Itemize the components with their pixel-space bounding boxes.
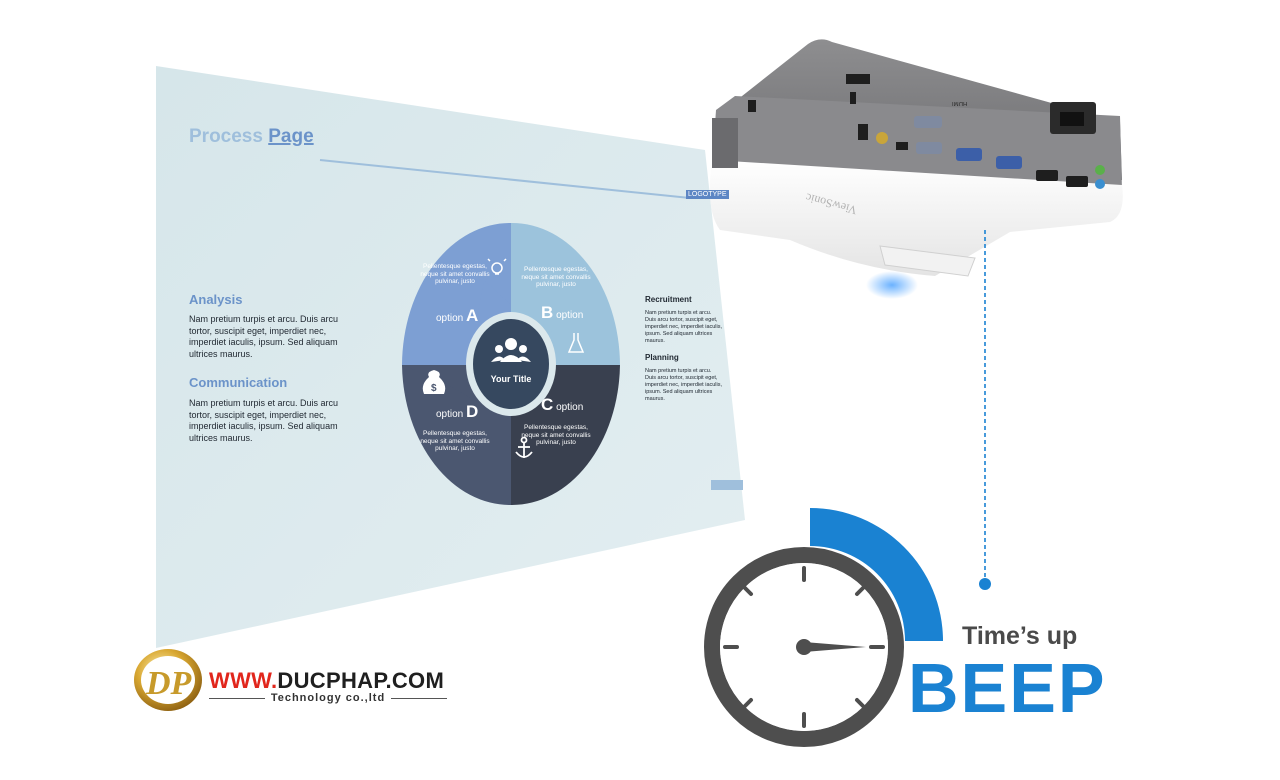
center-title: Your Title <box>490 374 532 384</box>
slide-title-part2: Page <box>268 126 314 147</box>
company-tagline: Technology co.,ltd <box>270 692 386 704</box>
hdmi-port-2 <box>1066 176 1088 187</box>
option-a-word: option <box>436 313 464 324</box>
svg-text:$: $ <box>431 383 437 394</box>
process-wheel <box>402 222 620 506</box>
communication-body: Nam pretium turpis et arcu. Duis arcu to… <box>189 398 339 443</box>
projector <box>709 39 1123 299</box>
communication-heading: Communication <box>189 375 288 390</box>
clock-ticks <box>723 566 885 728</box>
option-c-label: C option <box>541 395 583 415</box>
tagline-rule-left <box>209 697 265 699</box>
anchor-icon <box>515 436 533 458</box>
option-c-word: option <box>556 402 584 413</box>
mini-usb-port <box>896 142 908 150</box>
pointer-dot <box>979 578 991 590</box>
people-icon <box>491 338 531 362</box>
segment-a-text: Pellentesque egestas, neque sit amet con… <box>420 263 490 285</box>
planning-heading: Planning <box>645 353 679 362</box>
center-disc <box>473 319 549 409</box>
analysis-heading: Analysis <box>189 292 243 307</box>
power-socket <box>1060 112 1084 126</box>
option-a-label: option A <box>436 306 478 326</box>
projector-vent <box>712 118 738 168</box>
recruitment-body: Nam pretium turpis et arcu. Duis arcu to… <box>645 310 723 344</box>
analysis-body: Nam pretium turpis et arcu. Duis arcu to… <box>189 314 339 359</box>
arrow-b <box>548 330 620 365</box>
option-c-letter: C <box>541 395 554 414</box>
segment-c-text: Pellentesque egestas, neque sit amet con… <box>521 424 591 446</box>
svg-text:DP: DP <box>145 665 192 702</box>
kensington-slot <box>748 100 756 112</box>
usb-port <box>858 124 868 140</box>
option-a-letter: A <box>466 306 479 325</box>
logotype-tag: LOGOTYPE <box>686 190 729 199</box>
segment-d-text: Pellentesque egestas, neque sit amet con… <box>420 430 490 452</box>
arrow-d <box>402 365 474 400</box>
serial-port <box>914 116 942 128</box>
hdmi-port-1 <box>1036 170 1058 181</box>
lightbulb-icon <box>487 258 507 275</box>
money-bag-icon: $ <box>422 370 446 394</box>
stopwatch-icon <box>704 508 943 747</box>
beep-label: BEEP <box>908 649 1107 727</box>
timer-arc <box>810 508 943 641</box>
option-b-letter: B <box>541 303 554 322</box>
security-slot <box>846 74 870 84</box>
projector-port-label: HDMI <box>952 100 968 106</box>
company-website: WWW.DUCPHAP.COM <box>209 668 444 694</box>
audio-out-jack <box>1095 165 1105 175</box>
website-domain: DUCPHAP.COM <box>277 668 445 693</box>
page-number-tag <box>711 480 743 490</box>
tagline-rule-right <box>391 697 448 699</box>
projector-beam <box>866 271 918 299</box>
vga-port-1 <box>956 148 982 161</box>
website-prefix: WWW. <box>209 668 278 693</box>
option-d-letter: D <box>466 402 479 421</box>
audio-in-jack <box>1095 179 1105 189</box>
slide-title: Process Page <box>189 126 314 148</box>
projector-base <box>709 160 1123 276</box>
slide-title-part1: Process <box>189 126 269 147</box>
option-b-word: option <box>556 310 584 321</box>
audio-jack <box>876 132 888 144</box>
company-logo-emblem: DP <box>134 649 202 711</box>
segment-b-text: Pellentesque egestas, neque sit amet con… <box>521 266 591 288</box>
recruitment-heading: Recruitment <box>645 295 692 304</box>
serial-port-2 <box>916 142 942 154</box>
option-d-word: option <box>436 409 464 420</box>
flask-icon <box>567 333 585 353</box>
option-d-label: option D <box>436 402 478 422</box>
clock-hand <box>804 642 866 652</box>
company-tagline-row: Technology co.,ltd <box>209 692 448 704</box>
projector-lens-housing <box>879 245 976 277</box>
title-underline <box>319 159 691 199</box>
vga-port-2 <box>996 156 1022 169</box>
option-b-label: B option <box>541 303 583 323</box>
planning-body: Nam pretium turpis et arcu. Duis arcu to… <box>645 368 723 402</box>
times-up-caption: Time’s up <box>962 622 1078 650</box>
sensor-window <box>850 92 856 104</box>
